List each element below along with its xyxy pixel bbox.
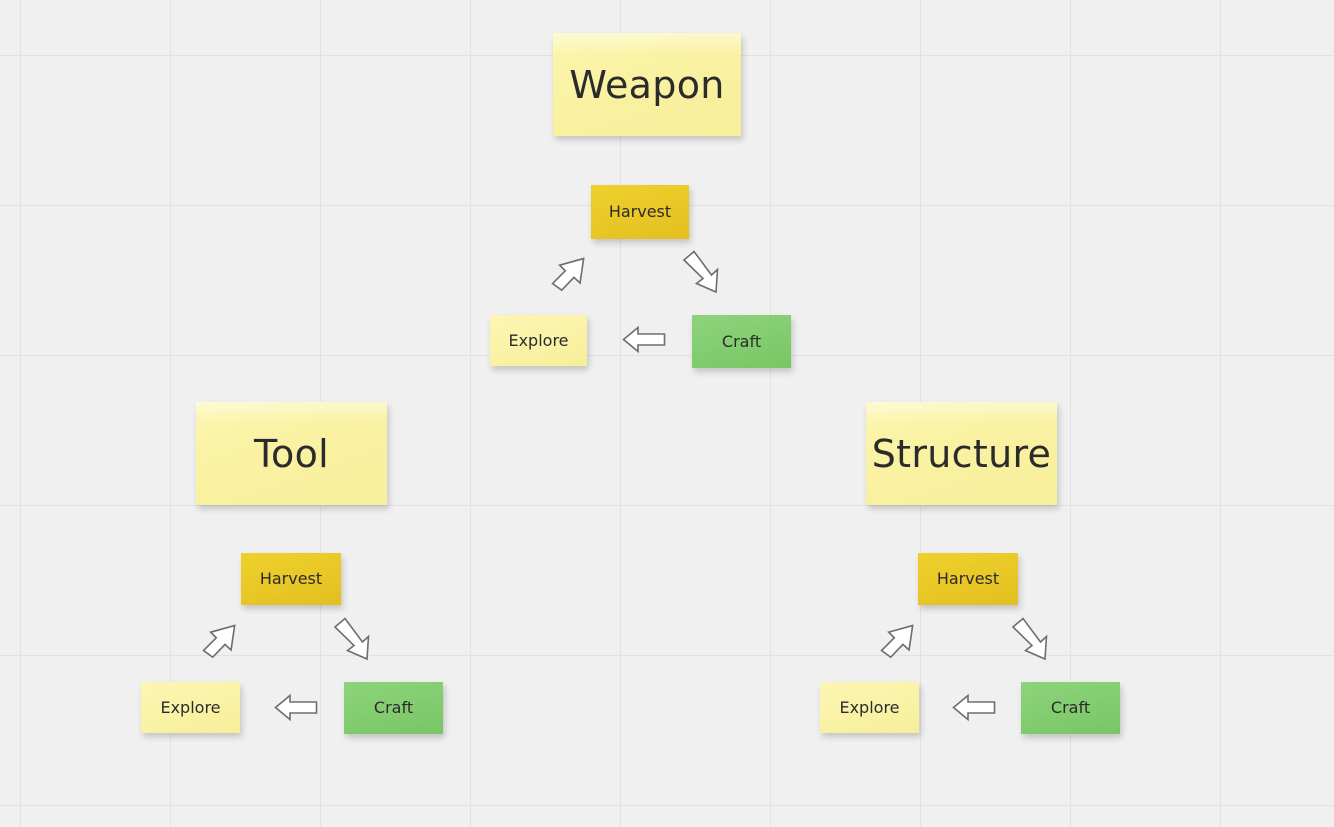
sticky-note-label: Harvest [936, 569, 1000, 588]
sticky-note-weapon-explore[interactable]: Explore [490, 315, 587, 366]
sticky-note-label: Explore [160, 697, 221, 717]
sticky-note-tool-harvest[interactable]: Harvest [241, 553, 341, 605]
arrow-down-right-icon [1010, 617, 1056, 663]
sticky-note-structure-harvest[interactable]: Harvest [918, 553, 1018, 605]
arrow-left-icon [274, 693, 318, 722]
sticky-note-tool-craft[interactable]: Craft [344, 682, 443, 734]
sticky-note-structure-explore[interactable]: Explore [820, 682, 919, 733]
arrow-left-icon [622, 325, 666, 354]
arrow-down-right-icon [332, 617, 378, 663]
sticky-note-weapon-title[interactable]: Weapon [553, 33, 741, 136]
sticky-note-label: Tool [253, 431, 329, 476]
sticky-note-label: Craft [721, 331, 762, 351]
sticky-note-tool-title[interactable]: Tool [196, 402, 387, 505]
arrow-up-right-icon [196, 619, 244, 663]
sticky-note-label: Craft [373, 698, 414, 717]
sticky-note-label: Explore [839, 697, 900, 717]
sticky-note-label: Weapon [569, 62, 725, 107]
sticky-note-structure-title[interactable]: Structure [866, 402, 1057, 505]
arrow-left-icon [952, 693, 996, 722]
sticky-note-label: Harvest [608, 202, 672, 221]
sticky-note-weapon-harvest[interactable]: Harvest [591, 185, 689, 239]
sticky-note-label: Harvest [259, 569, 323, 588]
sticky-note-label: Structure [871, 431, 1052, 476]
arrow-down-right-icon [681, 250, 727, 296]
sticky-note-label: Explore [508, 330, 569, 350]
sticky-note-label: Craft [1050, 698, 1091, 717]
sticky-note-structure-craft[interactable]: Craft [1021, 682, 1120, 734]
sticky-note-weapon-craft[interactable]: Craft [692, 315, 791, 368]
arrow-up-right-icon [545, 252, 593, 296]
arrow-up-right-icon [874, 619, 922, 663]
sticky-note-tool-explore[interactable]: Explore [141, 682, 240, 733]
